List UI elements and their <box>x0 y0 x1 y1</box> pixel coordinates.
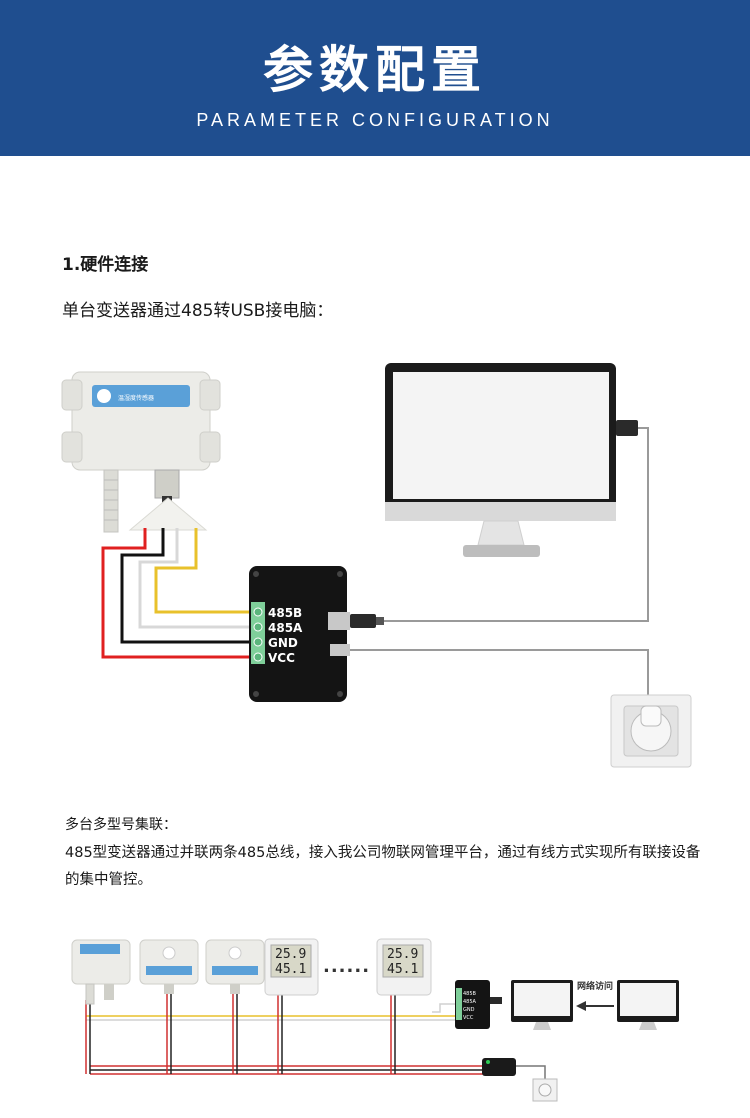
usb-cable <box>350 427 649 706</box>
page-title: 参数配置 <box>263 41 487 99</box>
page-subtitle: PARAMETER CONFIGURATION <box>196 110 554 130</box>
terminal-vcc: VCC <box>268 651 295 665</box>
sensor-transmitter: 温湿度传感器 <box>61 371 221 533</box>
terminal-485a: 485A <box>268 621 303 635</box>
header-banner: 参数配置 PARAMETER CONFIGURATION <box>0 0 750 156</box>
computer-monitor <box>385 363 638 557</box>
terminal-485b: 485B <box>268 606 302 620</box>
section-title-hardware: 1.硬件连接 <box>62 255 149 275</box>
power-socket <box>610 694 692 768</box>
section-body-multi: 485型变送器通过并联两条485总线，接入我公司物联网管理平台，通过有线方式实现… <box>65 845 701 888</box>
section-description-single: 单台变送器通过485转USB接电脑： <box>62 301 334 321</box>
wire-bundle <box>101 528 264 659</box>
section-title-multi: 多台多型号集联： <box>65 817 177 833</box>
sensor-label: 温湿度传感器 <box>118 394 154 402</box>
terminal-gnd: GND <box>268 636 298 650</box>
usb-485-converter: 485B 485A GND VCC <box>249 566 350 702</box>
